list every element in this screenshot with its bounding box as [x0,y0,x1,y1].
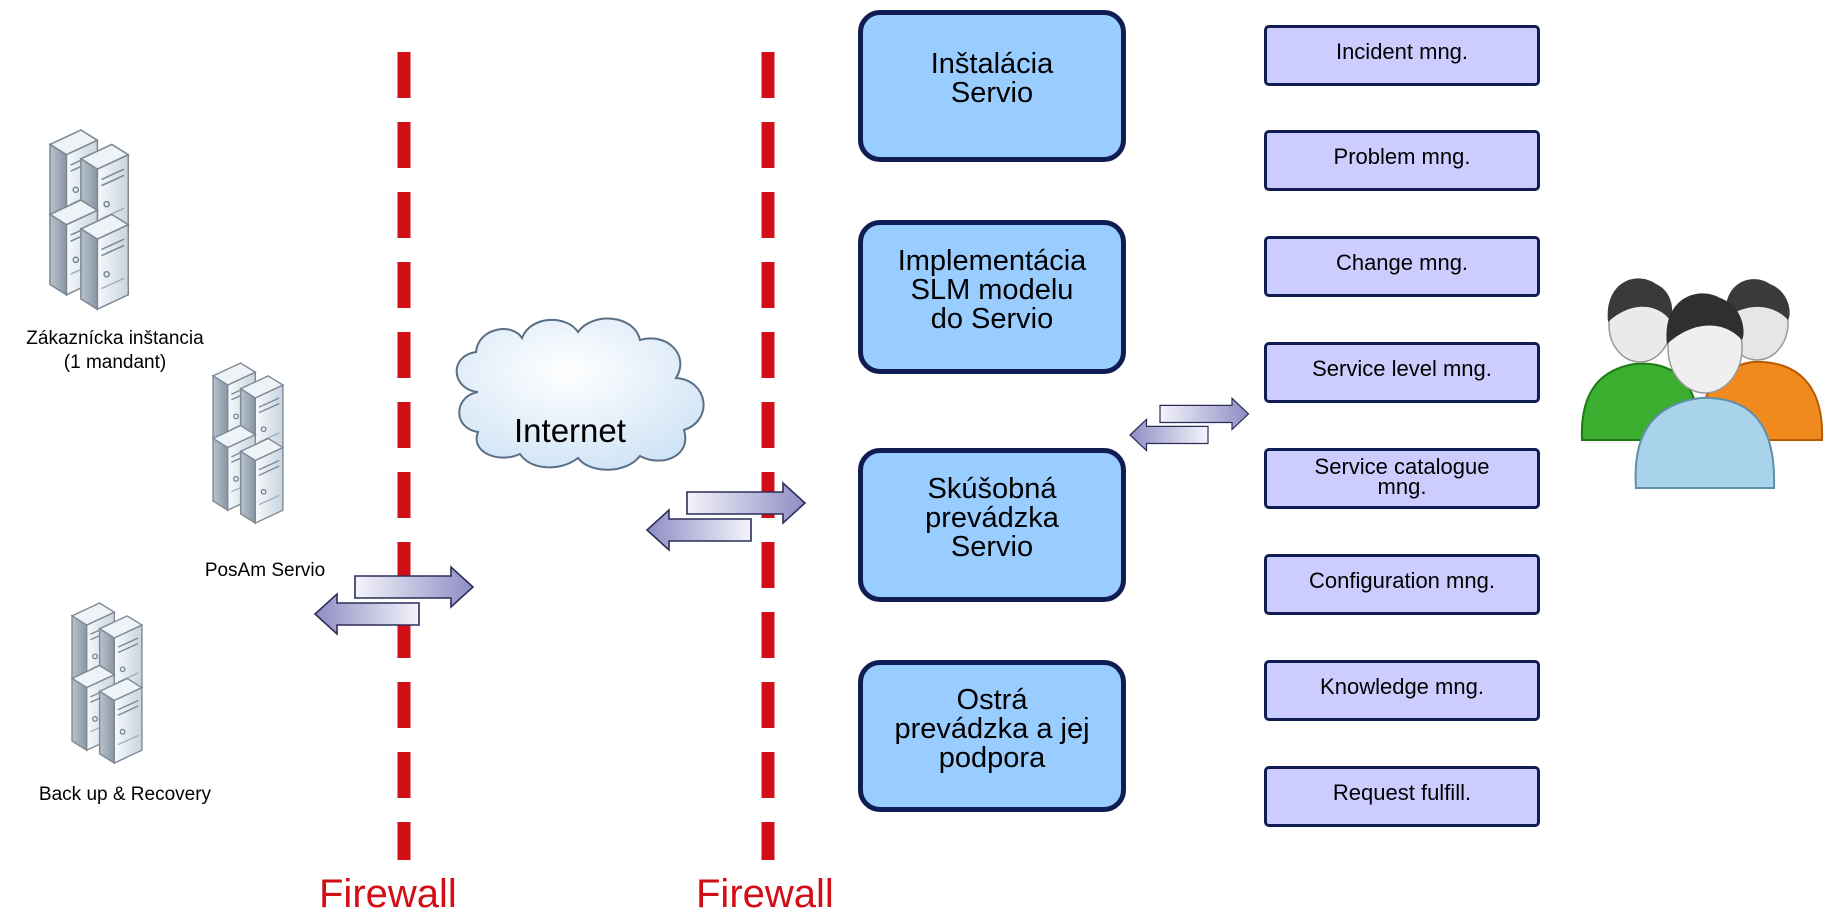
firewall-label-2: Firewall [696,872,834,916]
process-box-service-catalogue: Service catalogue mng. [1264,448,1540,509]
server-label-backup: Back up & Recovery [38,784,212,805]
process-box-configuration: Configuration mng. [1264,554,1540,615]
server-stack-icon [213,363,283,523]
phase-box-installation: Inštalácia Servio [858,10,1126,162]
double-arrow-icon [646,482,806,551]
server-stack-icon [50,130,128,309]
cloud-label: Internet [514,412,626,449]
double-arrow-icon [1129,397,1250,452]
process-box-problem: Problem mng. [1264,130,1540,191]
firewall-label-1: Firewall [319,872,457,916]
phase-box-trial-operation: Skúšobná prevádzka Servio [858,448,1126,602]
process-box-change: Change mng. [1264,236,1540,297]
process-box-knowledge: Knowledge mng. [1264,660,1540,721]
phase-box-implementation: Implementácia SLM modelu do Servio [858,220,1126,374]
process-box-incident: Incident mng. [1264,25,1540,86]
server-label-customer: Zákaznícka inštancia (1 mandant) [26,328,204,373]
users-group-icon [1580,278,1824,489]
phase-box-production: Ostrá prevádzka a jej podpora [858,660,1126,812]
process-box-request-fulfillment: Request fulfill. [1264,766,1540,827]
process-box-service-level: Service level mng. [1264,342,1540,403]
server-stack-icon [72,603,142,763]
cloud-icon [455,317,705,471]
server-label-posam: PosAm Servio [204,560,326,581]
